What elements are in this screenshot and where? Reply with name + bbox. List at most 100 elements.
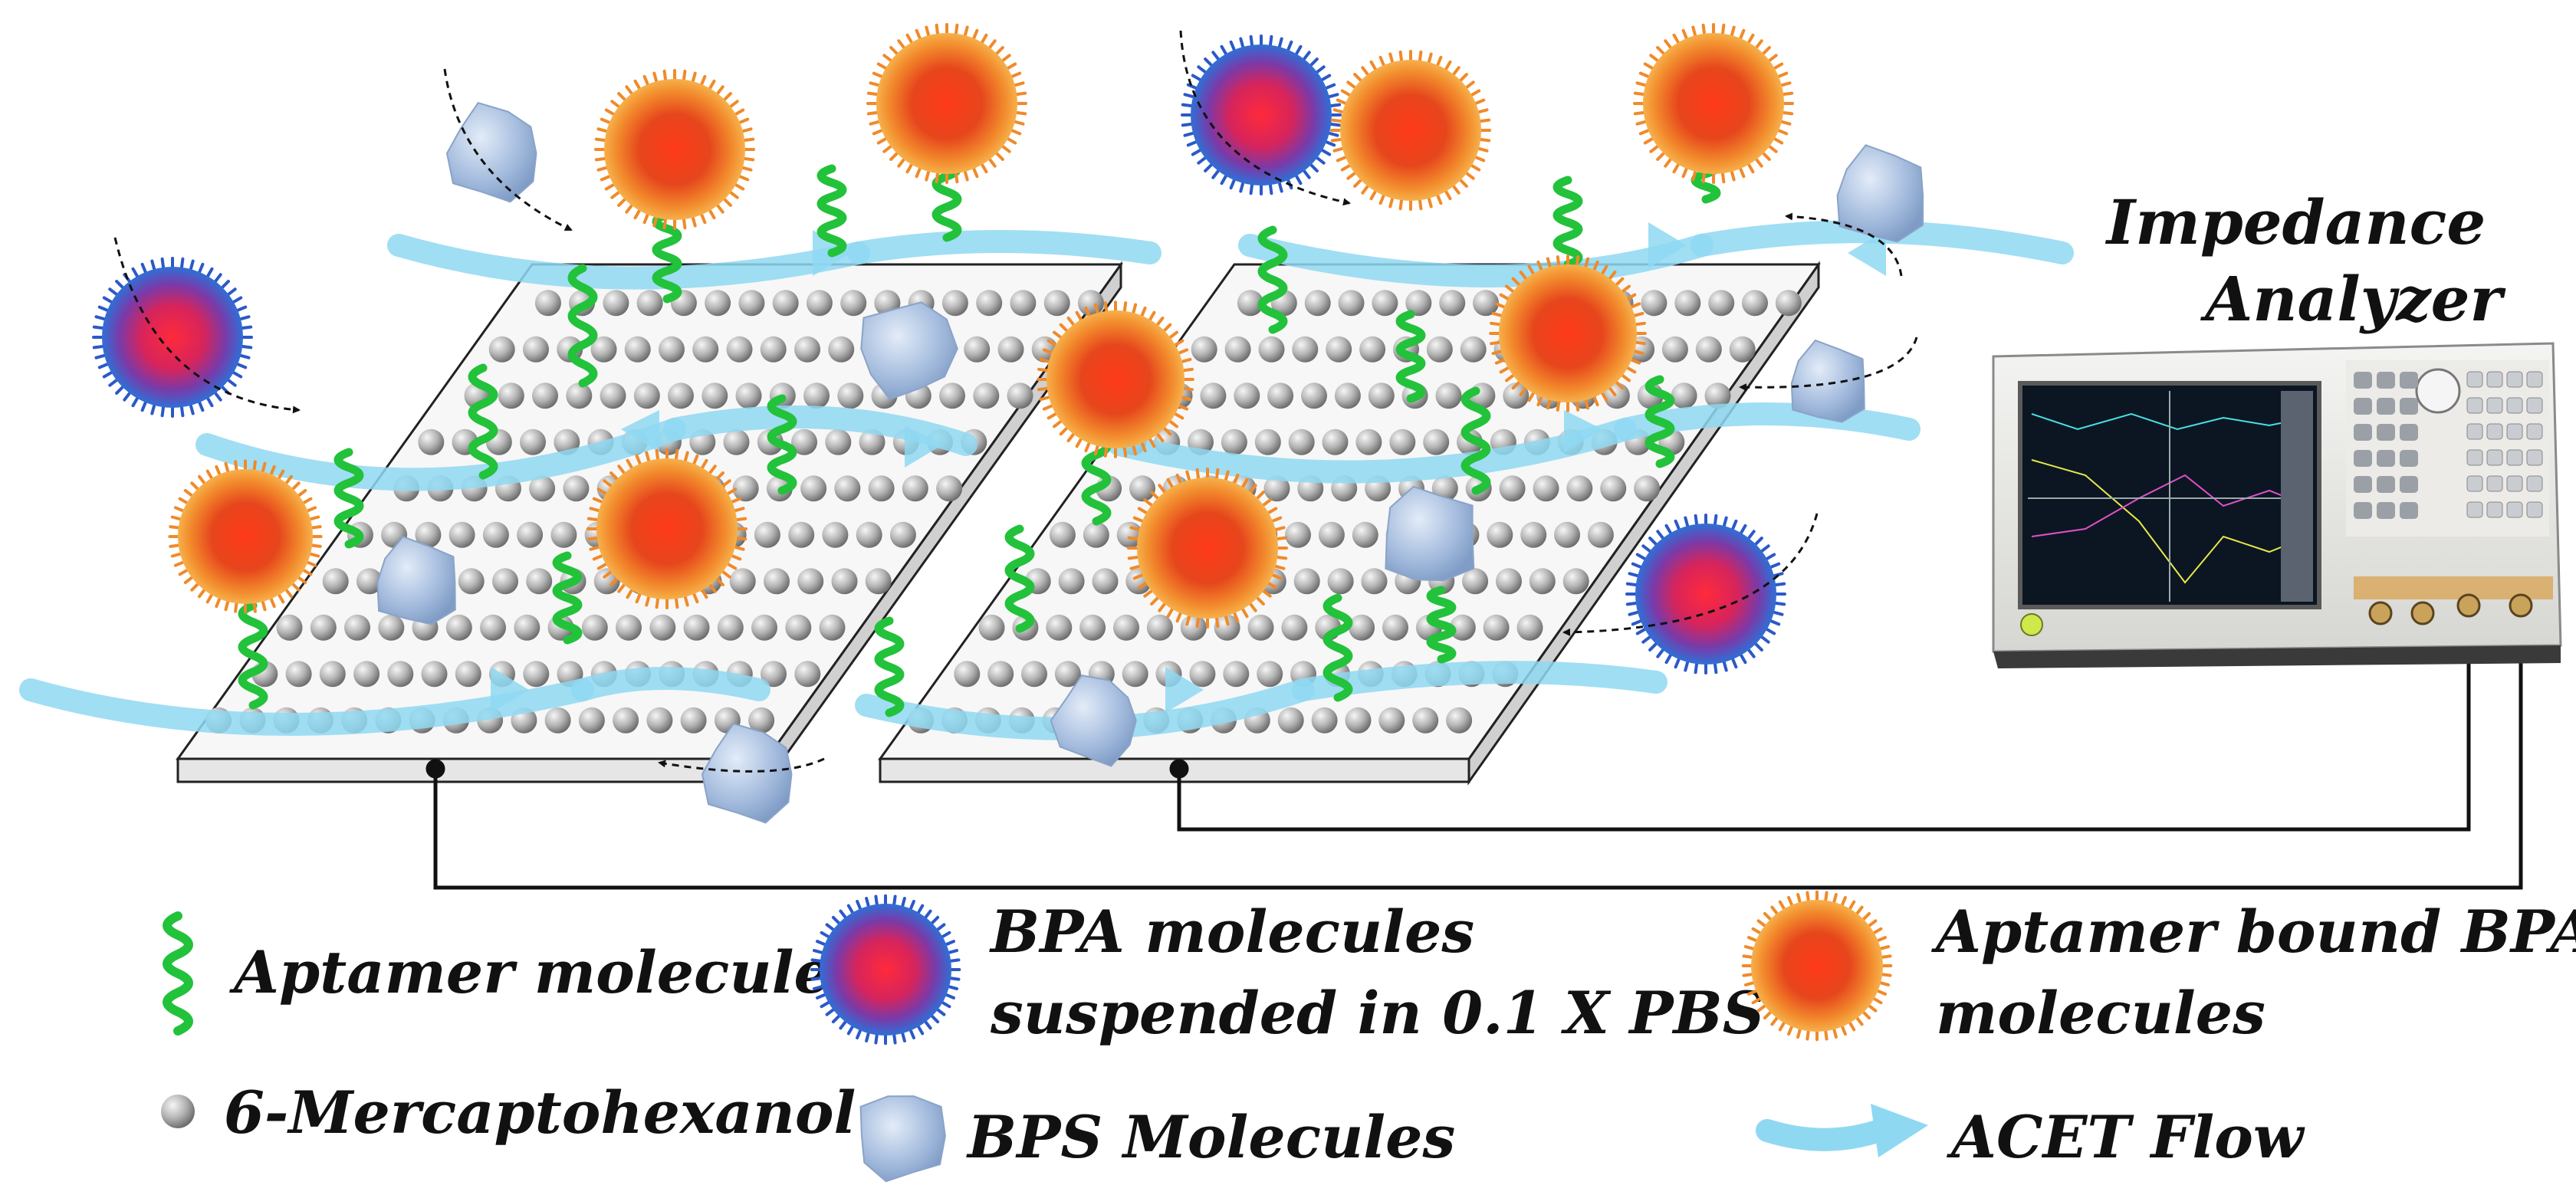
analyzer-key[interactable]	[2486, 423, 2503, 440]
analyzer-key[interactable]	[2466, 423, 2483, 440]
aptamer-molecule	[1552, 176, 1583, 269]
analyzer-key[interactable]	[2377, 424, 2395, 441]
analyzer-key[interactable]	[2354, 398, 2372, 415]
analyzer-key[interactable]	[2377, 372, 2395, 389]
acet-flow-arrow	[663, 405, 978, 456]
analyzer-key[interactable]	[2526, 423, 2543, 440]
analyzer-key[interactable]	[2400, 476, 2418, 493]
mercaptohexanol-bead	[1641, 290, 1668, 317]
mercaptohexanol-bead	[822, 521, 849, 548]
analyzer-key[interactable]	[2400, 502, 2418, 519]
analyzer-key[interactable]	[2526, 501, 2543, 518]
bps-molecule-icon	[859, 1095, 946, 1183]
analyzer-key[interactable]	[2466, 371, 2483, 388]
analyzer-key[interactable]	[2466, 397, 2483, 414]
analyzer-key[interactable]	[2354, 372, 2372, 389]
analyzer-key[interactable]	[2377, 476, 2395, 493]
mercaptohexanol-bead	[1234, 382, 1260, 409]
mercaptohexanol-bead	[1223, 661, 1250, 688]
mercaptohexanol-bead	[1237, 290, 1263, 317]
analyzer-key[interactable]	[2526, 397, 2543, 414]
aptamer-molecule	[652, 210, 682, 304]
mercaptohexanol-bead	[1405, 290, 1432, 317]
analyzer-port[interactable]	[2410, 601, 2435, 625]
analyzer-key[interactable]	[2526, 475, 2543, 492]
mercaptohexanol-bead	[624, 336, 651, 363]
bpa-layer	[92, 34, 1786, 675]
analyzer-port[interactable]	[2456, 593, 2481, 618]
mercaptohexanol-bead	[754, 521, 780, 548]
bound-bpa-molecule	[1633, 23, 1794, 184]
mercaptohexanol-bead	[987, 661, 1014, 688]
mercaptohexanol-bead	[729, 568, 756, 595]
mercaptohexanol-bead	[421, 661, 448, 688]
analyzer-key[interactable]	[2400, 424, 2418, 441]
analyzer-keys[interactable]	[2354, 371, 2543, 519]
mercaptohexanol-bead	[566, 382, 593, 409]
mercaptohexanol-bead	[590, 336, 617, 363]
analyzer-key[interactable]	[2466, 449, 2483, 466]
analyzer-key[interactable]	[2400, 372, 2418, 389]
mercaptohexanol-bead	[322, 568, 349, 595]
analyzer-ports[interactable]	[2368, 593, 2533, 625]
mercaptohexanol-bead	[939, 382, 965, 409]
analyzer-key[interactable]	[2506, 423, 2523, 440]
mercaptohexanol-bead	[1200, 382, 1227, 409]
aptamer-molecule	[1426, 586, 1457, 664]
mercaptohexanol-bead	[319, 661, 346, 688]
mercaptohexanol-bead	[1372, 290, 1398, 317]
analyzer-key[interactable]	[2506, 475, 2523, 492]
analyzer-key[interactable]	[2506, 449, 2523, 466]
mercaptohexanol-bead	[1775, 290, 1802, 317]
bps-molecule	[1836, 144, 1924, 243]
analyzer-key[interactable]	[2486, 475, 2503, 492]
legend-bound-label-line1: Aptamer bound BPA	[1931, 898, 2576, 966]
analyzer-key[interactable]	[2486, 371, 2503, 388]
analyzer-key[interactable]	[2354, 424, 2372, 441]
mercaptohexanol-bead	[978, 614, 1005, 641]
analyzer-key[interactable]	[2377, 502, 2395, 519]
trajectory-arrow	[113, 237, 301, 414]
acet-flow-arrow	[571, 667, 770, 701]
analyzer-key[interactable]	[2526, 371, 2543, 388]
mercaptohexanol-bead	[1054, 661, 1081, 688]
analyzer-key[interactable]	[2354, 450, 2372, 467]
mercaptohexanol-bead	[902, 475, 928, 502]
legend-aptamer-label: Aptamer molecules	[229, 938, 864, 1006]
acet-flow-arrow	[847, 230, 1162, 264]
bound-bpa-molecule	[168, 459, 323, 614]
analyzer-key[interactable]	[2526, 449, 2543, 466]
mercaptohexanol-bead	[646, 707, 673, 734]
mercaptohexanol-bead	[492, 568, 518, 595]
contact-point	[426, 759, 445, 779]
analyzer-port[interactable]	[2509, 593, 2533, 618]
analyzer-key[interactable]	[2400, 398, 2418, 415]
analyzer-key[interactable]	[2506, 397, 2523, 414]
mercaptohexanol-bead	[1554, 521, 1580, 548]
trajectory-arrow	[1562, 513, 1819, 636]
aptamer-molecule	[238, 601, 268, 710]
analyzer-key[interactable]	[2354, 502, 2372, 519]
analyzer-key[interactable]	[2466, 501, 2483, 518]
mercaptohexanol-bead	[1382, 614, 1408, 641]
analyzer-key[interactable]	[2466, 475, 2483, 492]
analyzer-key[interactable]	[2377, 450, 2395, 467]
analyzer-key[interactable]	[2486, 501, 2503, 518]
mercaptohexanol-bead	[353, 661, 380, 688]
analyzer-key[interactable]	[2486, 397, 2503, 414]
mercaptohexanol-bead	[613, 707, 639, 734]
bound-bpa-molecule	[586, 448, 748, 609]
analyzer-power-button[interactable]	[2020, 613, 2043, 636]
analyzer-key[interactable]	[2486, 449, 2503, 466]
analyzer-key[interactable]	[2354, 476, 2372, 493]
mercaptohexanol-bead	[692, 336, 719, 363]
mercaptohexanol-bead	[1277, 707, 1304, 734]
analyzer-key[interactable]	[2506, 501, 2523, 518]
analyzer-key[interactable]	[2506, 371, 2523, 388]
analyzer-knob[interactable]	[2415, 368, 2461, 414]
mercaptohexanol-bead	[1729, 336, 1756, 363]
analyzer-key[interactable]	[2377, 398, 2395, 415]
analyzer-key[interactable]	[2400, 450, 2418, 467]
analyzer-port[interactable]	[2368, 601, 2393, 625]
